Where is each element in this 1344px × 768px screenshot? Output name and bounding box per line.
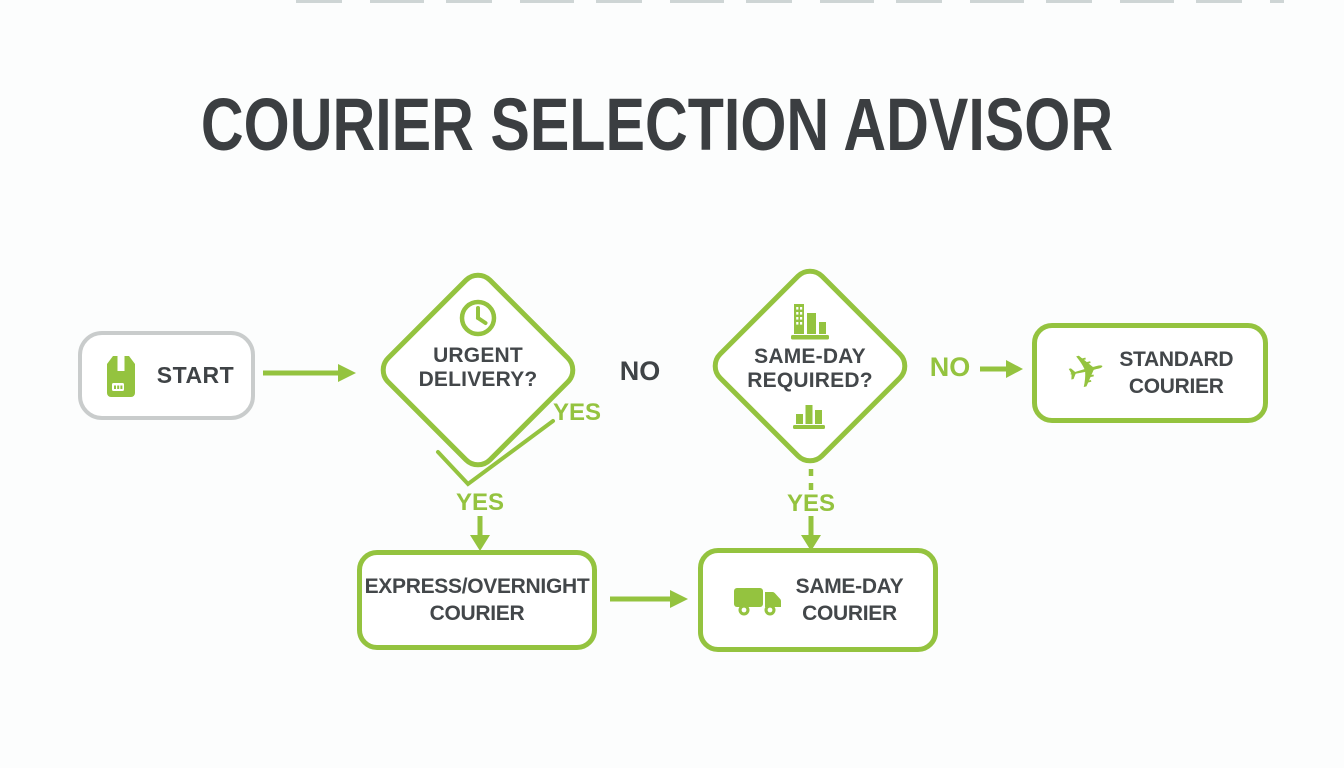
same-day-courier-node: SAME-DAY COURIER (698, 548, 938, 652)
urgent-no-label: NO (619, 356, 661, 386)
standard-courier-node: ✈ STANDARD COURIER (1032, 323, 1268, 423)
same-day-yes-label: YES (786, 490, 836, 517)
arrow-express-to-same-day (610, 590, 688, 608)
decision-urgent-line1: URGENT (433, 344, 523, 367)
decision-same-day-line1: SAME-DAY (754, 345, 866, 368)
decision-same-day-line2: REQUIRED? (747, 369, 873, 392)
same-day-line2: COURIER (802, 602, 897, 625)
arrow-same-day-no (980, 360, 1023, 378)
plane-icon: ✈ (1060, 340, 1112, 402)
building-chart-icon (791, 304, 829, 340)
arrow-start-to-urgent (263, 364, 356, 382)
bar-chart-icon (793, 405, 825, 429)
arrow-urgent-yes-down (470, 516, 490, 551)
standard-line2: COURIER (1128, 375, 1224, 398)
decision-same-day-content: SAME-DAY REQUIRED? (730, 301, 890, 430)
express-overnight-courier-node: EXPRESS/OVERNIGHT COURIER (357, 550, 597, 650)
start-label: START (156, 362, 235, 388)
standard-line1: STANDARD (1119, 348, 1234, 371)
urgent-yes-label: YES (455, 489, 505, 516)
cropped-text-strip (296, 0, 1284, 3)
express-line1: EXPRESS/OVERNIGHT (364, 575, 590, 598)
page-title: COURIER SELECTION ADVISOR (200, 83, 1114, 166)
package-icon (106, 355, 135, 397)
same-day-line1: SAME-DAY (795, 575, 904, 598)
clock-icon (459, 299, 497, 337)
decision-same-day-diamond (712, 268, 908, 464)
decision-urgent-diamond (380, 272, 576, 468)
same-day-no-label: NO (929, 352, 971, 382)
arrow-same-day-yes-down (801, 516, 821, 551)
truck-icon (733, 588, 781, 616)
start-node: START (78, 331, 255, 420)
express-line2: COURIER (429, 602, 525, 625)
urgent-yes-edge-label: YES (552, 399, 602, 426)
decision-urgent-content: URGENT DELIVERY? (398, 297, 558, 392)
decision-urgent-line2: DELIVERY? (418, 368, 538, 391)
